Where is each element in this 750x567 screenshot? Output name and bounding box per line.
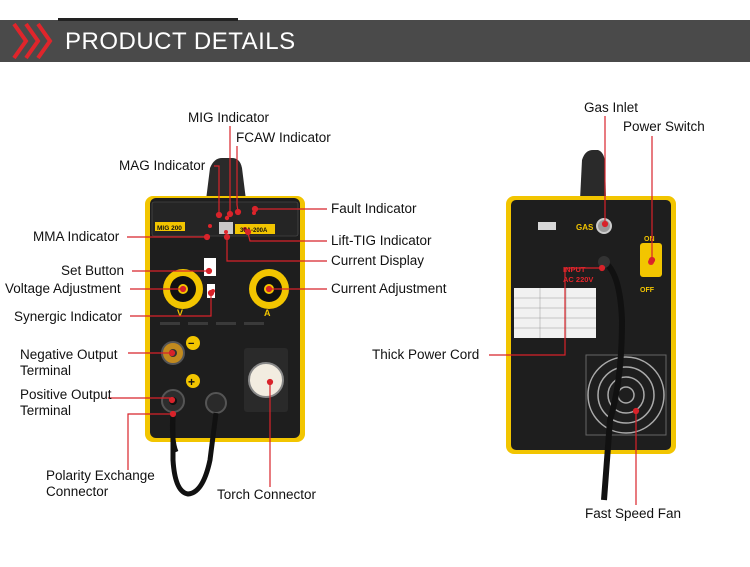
label-current-display: Current Display bbox=[331, 253, 425, 268]
plus-symbol: + bbox=[188, 375, 195, 389]
page-title: PRODUCT DETAILS bbox=[65, 28, 296, 55]
label-mag-indicator: MAG Indicator bbox=[119, 158, 206, 173]
label-synergic-indicator: Synergic Indicator bbox=[14, 309, 123, 324]
label-fcaw-indicator: FCAW Indicator bbox=[236, 130, 331, 145]
switch-on-label: ON bbox=[644, 236, 655, 243]
header-bar bbox=[0, 20, 750, 62]
label-polarity-exchange-connector: Connector bbox=[46, 484, 109, 499]
knob-a-label: A bbox=[264, 308, 271, 318]
label-polarity-exchange: Polarity Exchange bbox=[46, 468, 155, 483]
label-thick-power-cord: Thick Power Cord bbox=[372, 347, 480, 362]
label-negative-output-terminal: Terminal bbox=[20, 363, 72, 378]
label-positive-output-terminal: Terminal bbox=[20, 403, 72, 418]
back-machine bbox=[506, 150, 676, 501]
label-voltage-adjustment: Voltage Adjustment bbox=[5, 281, 121, 296]
chevron-logo-icon bbox=[12, 22, 53, 60]
label-mma-indicator: MMA Indicator bbox=[33, 229, 120, 244]
knob-v-label: V bbox=[177, 308, 183, 318]
label-mig-indicator: MIG Indicator bbox=[188, 110, 270, 125]
minus-symbol: − bbox=[188, 338, 194, 350]
input-label: INPUT bbox=[563, 265, 586, 274]
label-positive-output: Positive Output bbox=[20, 387, 112, 402]
label-negative-output: Negative Output bbox=[20, 347, 118, 362]
switch-off-label: OFF bbox=[640, 287, 655, 294]
label-fast-speed-fan: Fast Speed Fan bbox=[585, 506, 682, 521]
label-current-adjustment: Current Adjustment bbox=[331, 281, 447, 296]
label-gas-inlet: Gas Inlet bbox=[584, 100, 639, 115]
label-power-switch: Power Switch bbox=[623, 119, 705, 134]
label-torch-connector: Torch Connector bbox=[217, 487, 317, 502]
model-label: MIG 200 bbox=[157, 225, 182, 232]
voltage-label: AC 220V bbox=[563, 275, 593, 284]
front-machine bbox=[145, 158, 305, 497]
label-set-button: Set Button bbox=[61, 263, 125, 278]
label-lift-tig-indicator: Lift-TIG Indicator bbox=[331, 233, 432, 248]
header-accent-line bbox=[58, 18, 238, 21]
gas-label: GAS bbox=[576, 223, 594, 232]
range-label: 30A-200A bbox=[240, 228, 268, 234]
label-fault-indicator: Fault Indicator bbox=[331, 201, 417, 216]
